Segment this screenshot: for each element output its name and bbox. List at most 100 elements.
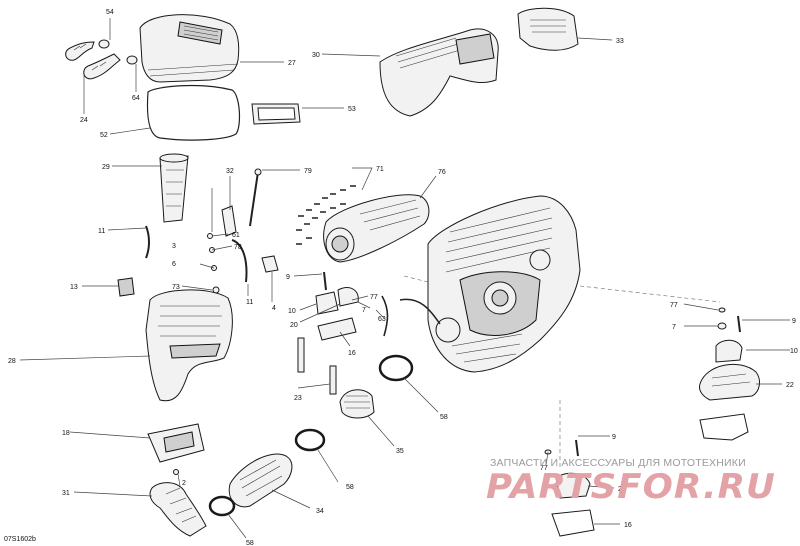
bracket-bottom-right (699, 413, 749, 441)
callout-27: 27 (288, 60, 296, 67)
callout-16a: 16 (348, 350, 356, 357)
callout-7a: 7 (362, 307, 366, 314)
callout-22: 22 (786, 382, 794, 389)
pipe-11a (145, 225, 150, 259)
sensor-63 (381, 295, 389, 337)
callout-73: 73 (172, 284, 180, 291)
callout-18: 18 (62, 430, 70, 437)
callout-24: 24 (80, 117, 88, 124)
callout-64: 64 (132, 95, 140, 102)
engine-cover-30 (379, 28, 499, 117)
watermark-caption: ЗАПЧАСТИ И АКСЕССУАРЫ ДЛЯ МОТОТЕХНИКИ (490, 457, 746, 469)
intake-hose-24 (65, 41, 121, 80)
callout-77b: 77 (670, 302, 678, 309)
airbox-lower-28 (145, 289, 233, 402)
bracket-16a (317, 317, 357, 341)
bolt-9a (323, 271, 327, 291)
part-13 (117, 277, 135, 297)
figure-code: 07S1602b (4, 536, 36, 543)
intake-duct-34 (228, 453, 293, 508)
callout-71: 71 (376, 166, 384, 173)
callout-31: 31 (62, 490, 70, 497)
callout-23: 23 (294, 395, 302, 402)
engine-mount-10b (715, 339, 743, 363)
callout-53: 53 (348, 106, 356, 113)
engine-mount-22 (699, 363, 760, 401)
callout-labels: 54 27 30 33 64 24 53 52 29 32 79 71 76 1… (8, 9, 798, 546)
watermark: ЗАПЧАСТИ И АКСЕССУАРЫ ДЛЯ МОТОТЕХНИКИ PA… (486, 457, 776, 507)
callout-10b: 10 (790, 348, 798, 355)
callout-58b: 58 (346, 484, 354, 491)
callout-78: 78 (234, 244, 242, 251)
airbox-cover-27 (139, 14, 240, 83)
callout-61: 61 (232, 232, 240, 239)
callout-33: 33 (616, 38, 624, 45)
engine-block (399, 195, 581, 373)
bolt-set-71 (296, 185, 356, 245)
callout-79: 79 (304, 168, 312, 175)
clamp-54 (98, 39, 110, 49)
washer-7b (717, 322, 727, 330)
callout-11a: 11 (98, 228, 105, 235)
callout-28: 28 (8, 358, 16, 365)
gasket-52 (146, 84, 241, 141)
callout-20b: 20 (618, 486, 626, 493)
clamp-58c (208, 495, 236, 517)
callout-4: 4 (272, 305, 276, 312)
callout-63: 63 (378, 316, 386, 323)
callout-20a: 20 (290, 322, 298, 329)
elbow-31 (149, 482, 207, 537)
bolts-61-78-6 (207, 188, 217, 271)
callout-77a: 77 (370, 294, 378, 301)
callout-52: 52 (100, 132, 108, 139)
coupler-35 (339, 389, 375, 419)
callout-10a: 10 (288, 308, 296, 315)
callout-32: 32 (226, 168, 234, 175)
callout-29: 29 (102, 164, 110, 171)
intake-manifold-76 (323, 194, 430, 263)
bolt-9c (575, 439, 579, 457)
callout-13: 13 (70, 284, 78, 291)
rod-79 (249, 168, 262, 227)
bracket-32 (221, 205, 237, 237)
intake-tube-29 (159, 153, 189, 223)
callout-34: 34 (316, 508, 324, 515)
cover-33 (517, 7, 579, 51)
bracket-23 (297, 337, 337, 395)
callout-58c: 58 (246, 540, 254, 546)
callout-16b: 16 (624, 522, 632, 529)
callout-30: 30 (312, 52, 320, 59)
bracket-16b (551, 509, 595, 537)
callout-3: 3 (172, 243, 176, 250)
callout-9a: 9 (286, 274, 290, 281)
plug-4 (261, 255, 279, 273)
clamp-64 (126, 55, 138, 65)
clamp-58b (294, 428, 326, 452)
engine-mount-20b (555, 472, 591, 499)
pipe-11b (231, 239, 248, 283)
washer-77b (718, 307, 726, 313)
callout-58a: 58 (440, 414, 448, 421)
callout-35: 35 (396, 448, 404, 455)
clamp-58a (378, 354, 414, 382)
watermark-logo: PARTSFOR.RU (486, 467, 776, 507)
callout-11b: 11 (246, 299, 253, 306)
callout-9b: 9 (792, 318, 796, 325)
callout-9c: 9 (612, 434, 616, 441)
reference-lines (403, 275, 721, 470)
engine-mount-10a (315, 291, 339, 315)
bracket-18 (147, 423, 205, 463)
engine-mount-20a (337, 287, 359, 307)
bolt-2 (173, 469, 179, 475)
callout-77c: 77 (540, 465, 548, 472)
bolt-9b (737, 315, 741, 333)
frame-53 (251, 103, 301, 125)
callout-54: 54 (106, 9, 114, 16)
callout-7b: 7 (672, 324, 676, 331)
callout-2: 2 (182, 480, 186, 487)
callout-6: 6 (172, 261, 176, 268)
leader-lines (19, 18, 790, 539)
callout-76: 76 (438, 169, 446, 176)
